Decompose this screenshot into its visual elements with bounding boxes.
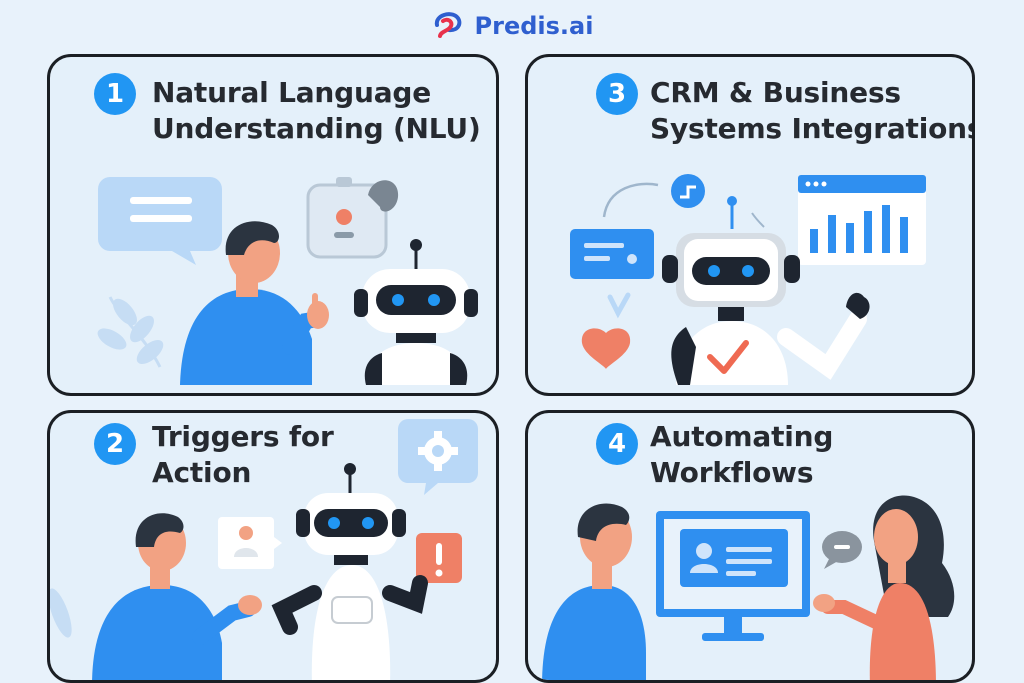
step-badge-3: 3 bbox=[596, 73, 638, 115]
person-illustration bbox=[542, 503, 646, 680]
person-illustration-woman bbox=[813, 495, 955, 680]
heart-icon bbox=[581, 328, 631, 369]
workflows-illustration bbox=[542, 495, 955, 680]
profile-card-icon bbox=[218, 517, 282, 569]
monitor-icon bbox=[656, 511, 810, 641]
person-illustration bbox=[180, 221, 329, 385]
speech-bubble-icon bbox=[98, 177, 222, 265]
person-illustration bbox=[92, 513, 262, 680]
robot-illustration bbox=[662, 196, 870, 385]
panel-title-line1: Automating bbox=[650, 420, 834, 453]
alert-icon bbox=[416, 533, 462, 583]
brand-header: Predis.ai bbox=[0, 6, 1024, 46]
panel-workflows: 4 Automating Workflows bbox=[525, 410, 975, 683]
panel-title-line1: CRM & Business bbox=[650, 76, 901, 109]
panel-title-line1: Triggers for bbox=[152, 420, 334, 453]
chat-bubble-icon bbox=[822, 531, 862, 569]
panel-crm: 3 CRM & Business Systems Integrations bbox=[525, 54, 975, 396]
sync-badge-icon bbox=[671, 174, 705, 208]
panel-title-line2: Action bbox=[152, 456, 252, 489]
panel-title-line2: Understanding (NLU) bbox=[152, 112, 481, 145]
step-badge-2: 2 bbox=[94, 423, 136, 465]
brand-name: Predis.ai bbox=[474, 12, 594, 40]
panel-triggers: 2 Triggers for Action bbox=[47, 410, 499, 683]
nlu-illustration bbox=[97, 177, 478, 385]
panel-title-line2: Systems Integrations bbox=[650, 112, 975, 145]
crm-illustration bbox=[570, 174, 926, 385]
step-badge-1: 1 bbox=[94, 73, 136, 115]
panel-nlu: 1 Natural Language Understanding (NLU) bbox=[47, 54, 499, 396]
gear-icon bbox=[398, 419, 478, 495]
contact-card-icon bbox=[570, 229, 654, 279]
triggers-illustration bbox=[50, 419, 478, 680]
robot-illustration bbox=[271, 463, 428, 680]
predis-logo-icon bbox=[431, 9, 467, 44]
panel-title-line1: Natural Language bbox=[152, 76, 432, 109]
step-badge-4: 4 bbox=[596, 423, 638, 465]
panel-title-line2: Workflows bbox=[650, 456, 814, 489]
robot-illustration bbox=[354, 239, 478, 385]
profile-card-icon bbox=[306, 177, 399, 259]
leaf-decoration bbox=[97, 296, 164, 368]
analytics-dashboard-icon bbox=[798, 175, 926, 265]
